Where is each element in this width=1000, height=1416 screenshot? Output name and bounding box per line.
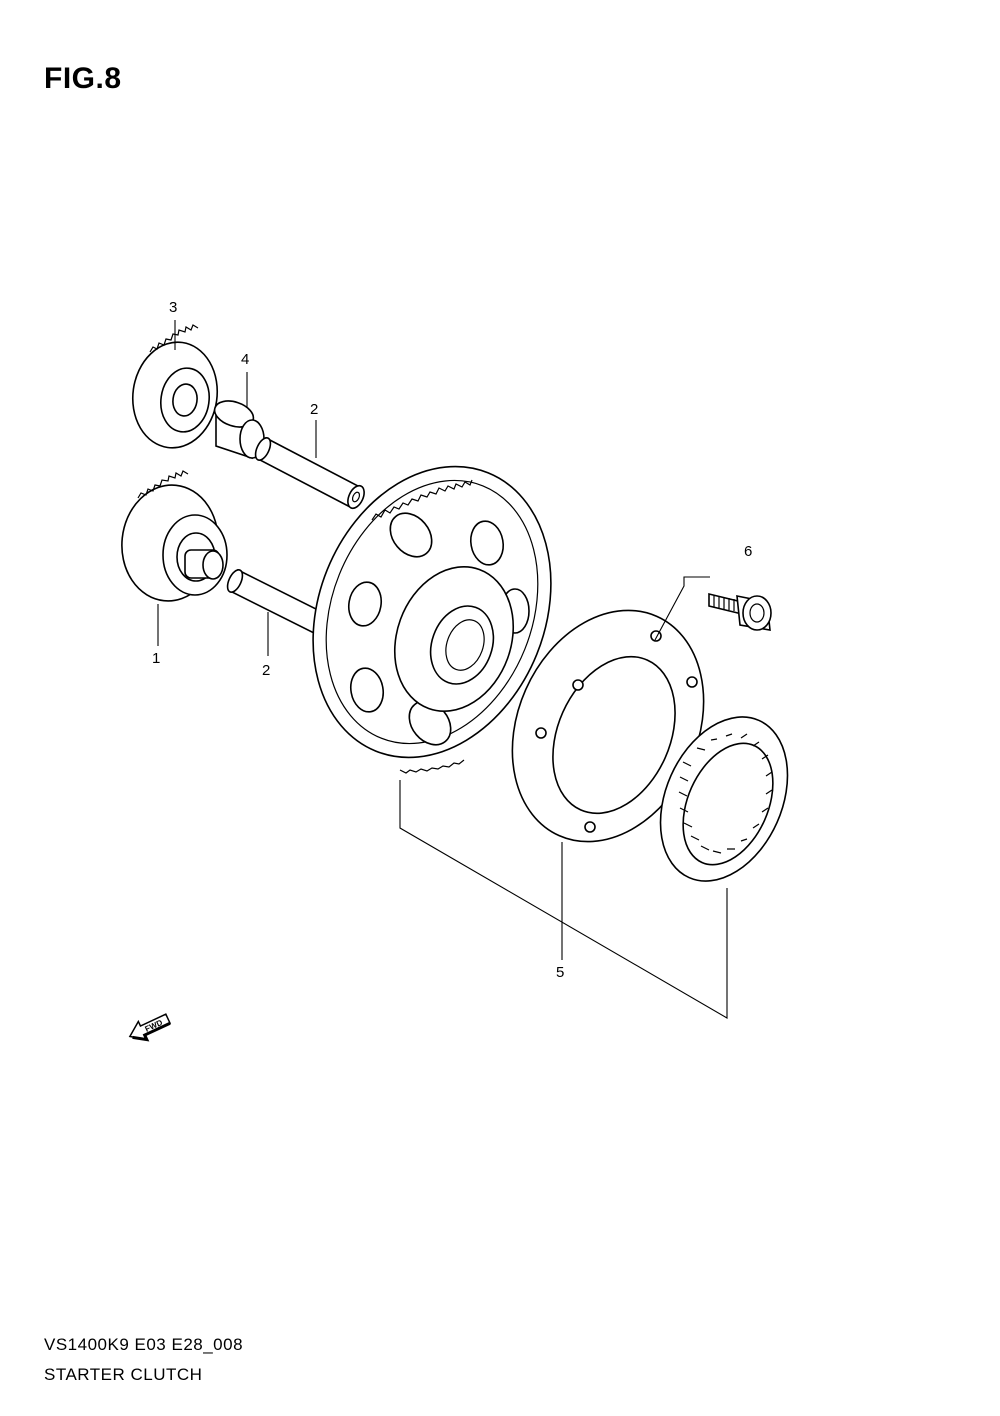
callout-5: 5: [556, 964, 564, 981]
diagram-code: VS1400K9 E03 E28_008: [44, 1335, 244, 1354]
callout-3: 3: [169, 299, 177, 316]
part-1-gear-teeth: [137, 470, 189, 499]
callout-2-upper: 2: [310, 401, 318, 418]
starter-driven-gear: [312, 465, 552, 774]
one-way-clutch-rollers: [678, 733, 773, 854]
part-6-bolt: [708, 592, 772, 631]
callout-4: 4: [241, 351, 249, 368]
one-way-clutch: [659, 716, 789, 882]
fwd-arrow-icon: FWD: [128, 1013, 172, 1042]
diagram-name: STARTER CLUTCH: [44, 1365, 203, 1384]
part-2-shaft-upper: [254, 436, 365, 510]
callout-6: 6: [744, 543, 752, 560]
callout-2-lower: 2: [262, 662, 270, 679]
leader-lines: [157, 320, 728, 1019]
part-3-gear-teeth: [149, 324, 199, 353]
callout-1: 1: [152, 650, 160, 667]
figure-title: FIG.8: [44, 62, 122, 95]
footer: VS1400K9 E03 E28_008 STARTER CLUTCH: [44, 1330, 243, 1390]
part-1-starter-idle-gear: [121, 470, 228, 602]
driven-gear-teeth: [371, 479, 473, 774]
starter-clutch-housing: [511, 609, 705, 843]
part-3-idle-gear: [131, 324, 219, 449]
